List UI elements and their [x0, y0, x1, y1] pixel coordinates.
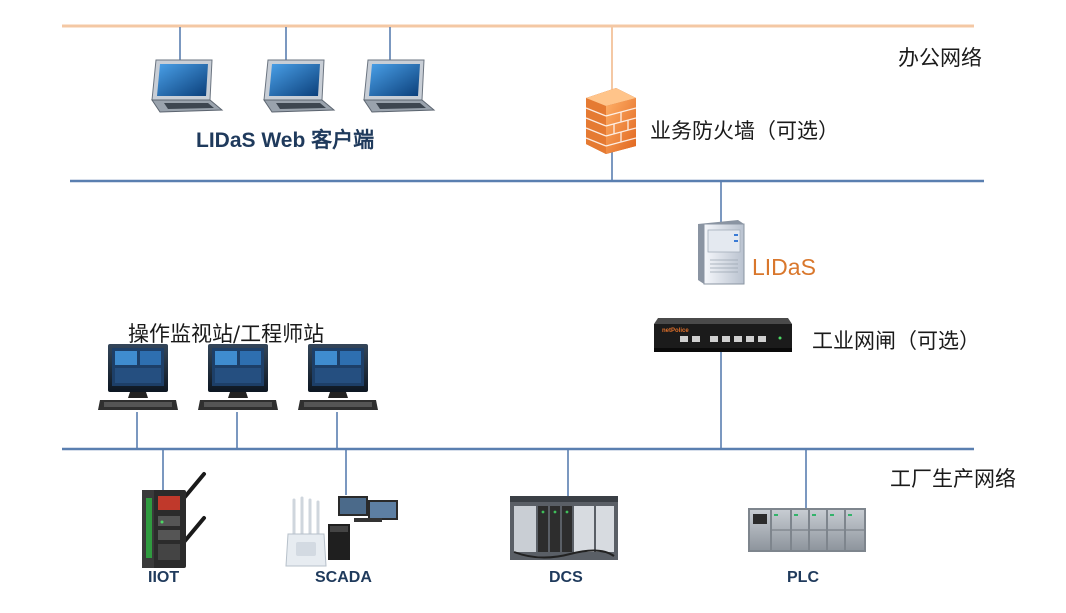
dcs-controller-icon [510, 496, 618, 560]
iiot-router-icon [142, 472, 206, 568]
scada-equipment-icon [285, 496, 398, 567]
firewall-icon [585, 88, 637, 154]
gateway-brand: netPolice [662, 328, 689, 334]
workstations-label: 操作监视站/工程师站 [128, 322, 325, 346]
office-network-label: 办公网络 [898, 46, 982, 70]
plc-icon [748, 508, 866, 552]
workstation-icon [298, 344, 378, 410]
gateway-device-icon: netPolice [654, 318, 792, 352]
workstation-icon [98, 344, 178, 410]
web-client-label: LIDaS Web 客户端 [196, 129, 375, 152]
server-icon [698, 220, 745, 285]
laptop-icon [363, 59, 436, 113]
plc-label: PLC [787, 569, 819, 586]
laptop-icon [263, 59, 336, 113]
laptop-icon [151, 59, 224, 113]
scada-label: SCADA [315, 569, 372, 586]
dcs-label: DCS [549, 569, 583, 586]
iiot-label: IIOT [148, 569, 180, 586]
gateway-label: 工业网闸（可选） [812, 329, 980, 353]
factory-network-label: 工厂生产网络 [890, 467, 1016, 491]
connectors [136, 27, 807, 508]
lidas-server-label: LIDaS [752, 254, 816, 280]
workstation-icon [198, 344, 278, 410]
firewall-label: 业务防火墙（可选） [650, 119, 839, 143]
